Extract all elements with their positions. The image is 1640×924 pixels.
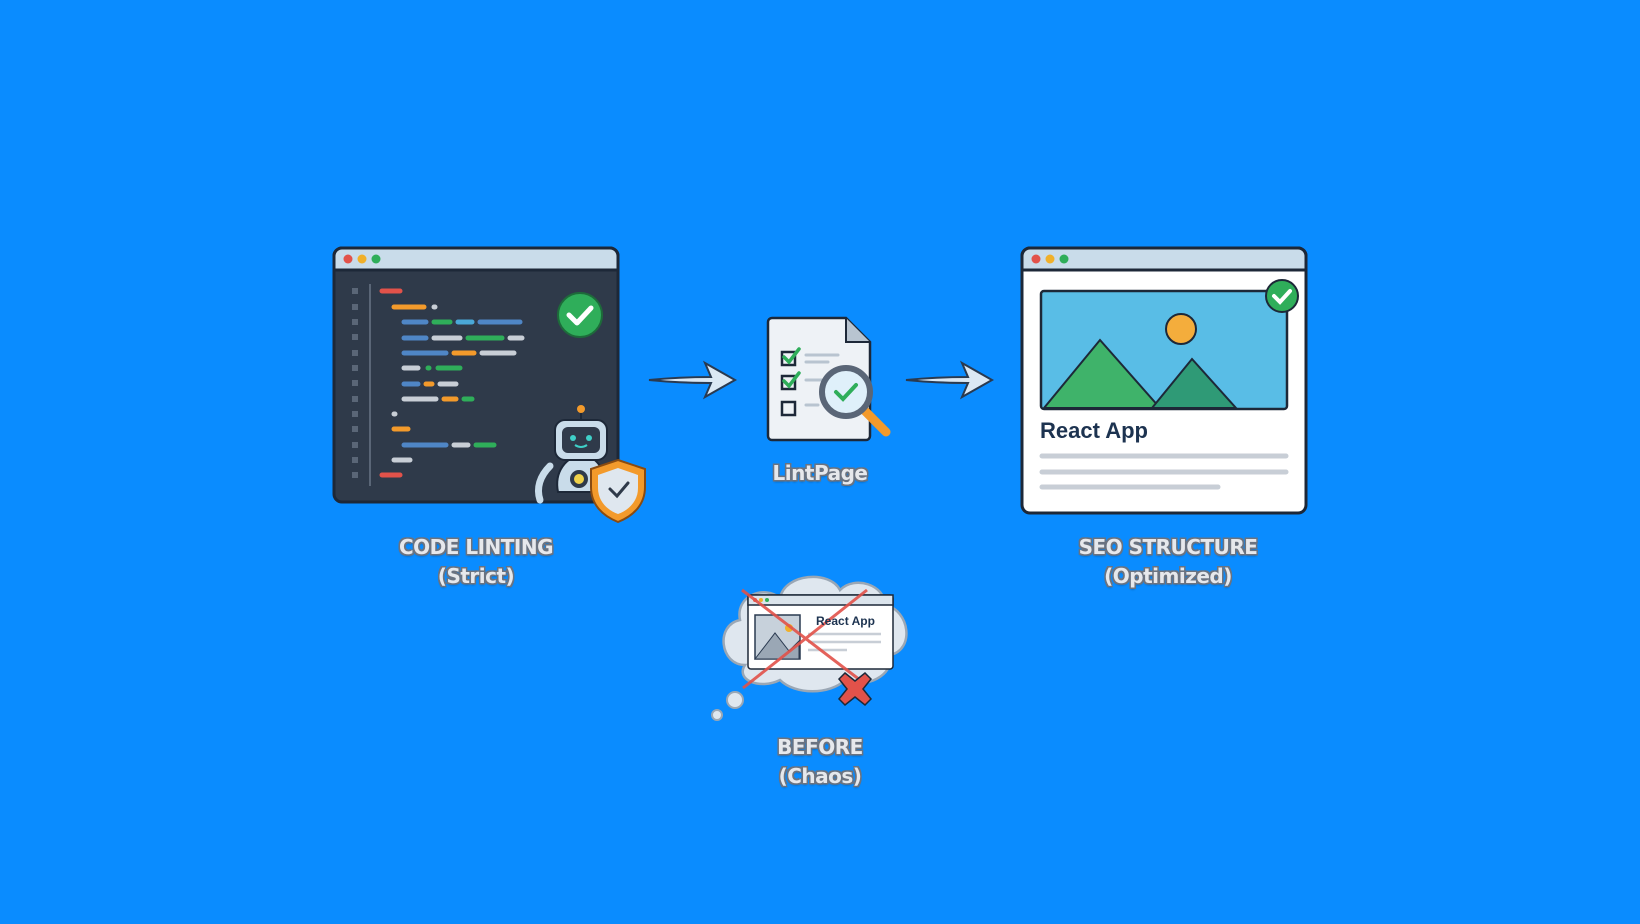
success-check-icon (557, 292, 603, 338)
seo-structure-label: SEO STRUCTURE (Optimized) (1048, 533, 1288, 591)
before-thought-cloud (711, 575, 908, 721)
success-check-icon (1265, 279, 1299, 313)
code-linting-title: CODE LINTING (398, 535, 554, 559)
arrow-right-icon (648, 360, 738, 400)
seo-structure-subtitle: (Optimized) (1104, 564, 1232, 588)
error-x-icon (837, 671, 873, 707)
code-editor-window (332, 246, 646, 524)
before-subtitle: (Chaos) (778, 764, 862, 788)
shield-icon (590, 458, 646, 524)
seo-structure-title: SEO STRUCTURE (1078, 535, 1258, 559)
arrow-right-icon (905, 360, 995, 400)
code-linting-label: CODE LINTING (Strict) (356, 533, 596, 591)
before-label: BEFORE (Chaos) (740, 733, 900, 791)
robot-icon (534, 405, 608, 504)
code-linting-subtitle: (Strict) (437, 564, 515, 588)
lint-document-icon (766, 316, 891, 442)
seo-app-title: React App (1040, 418, 1148, 443)
before-app-title: React App (816, 614, 875, 628)
seo-browser-window (1020, 246, 1308, 515)
lintpage-label: LintPage (772, 461, 868, 485)
magnifier-icon (819, 365, 891, 437)
before-title: BEFORE (777, 735, 863, 759)
